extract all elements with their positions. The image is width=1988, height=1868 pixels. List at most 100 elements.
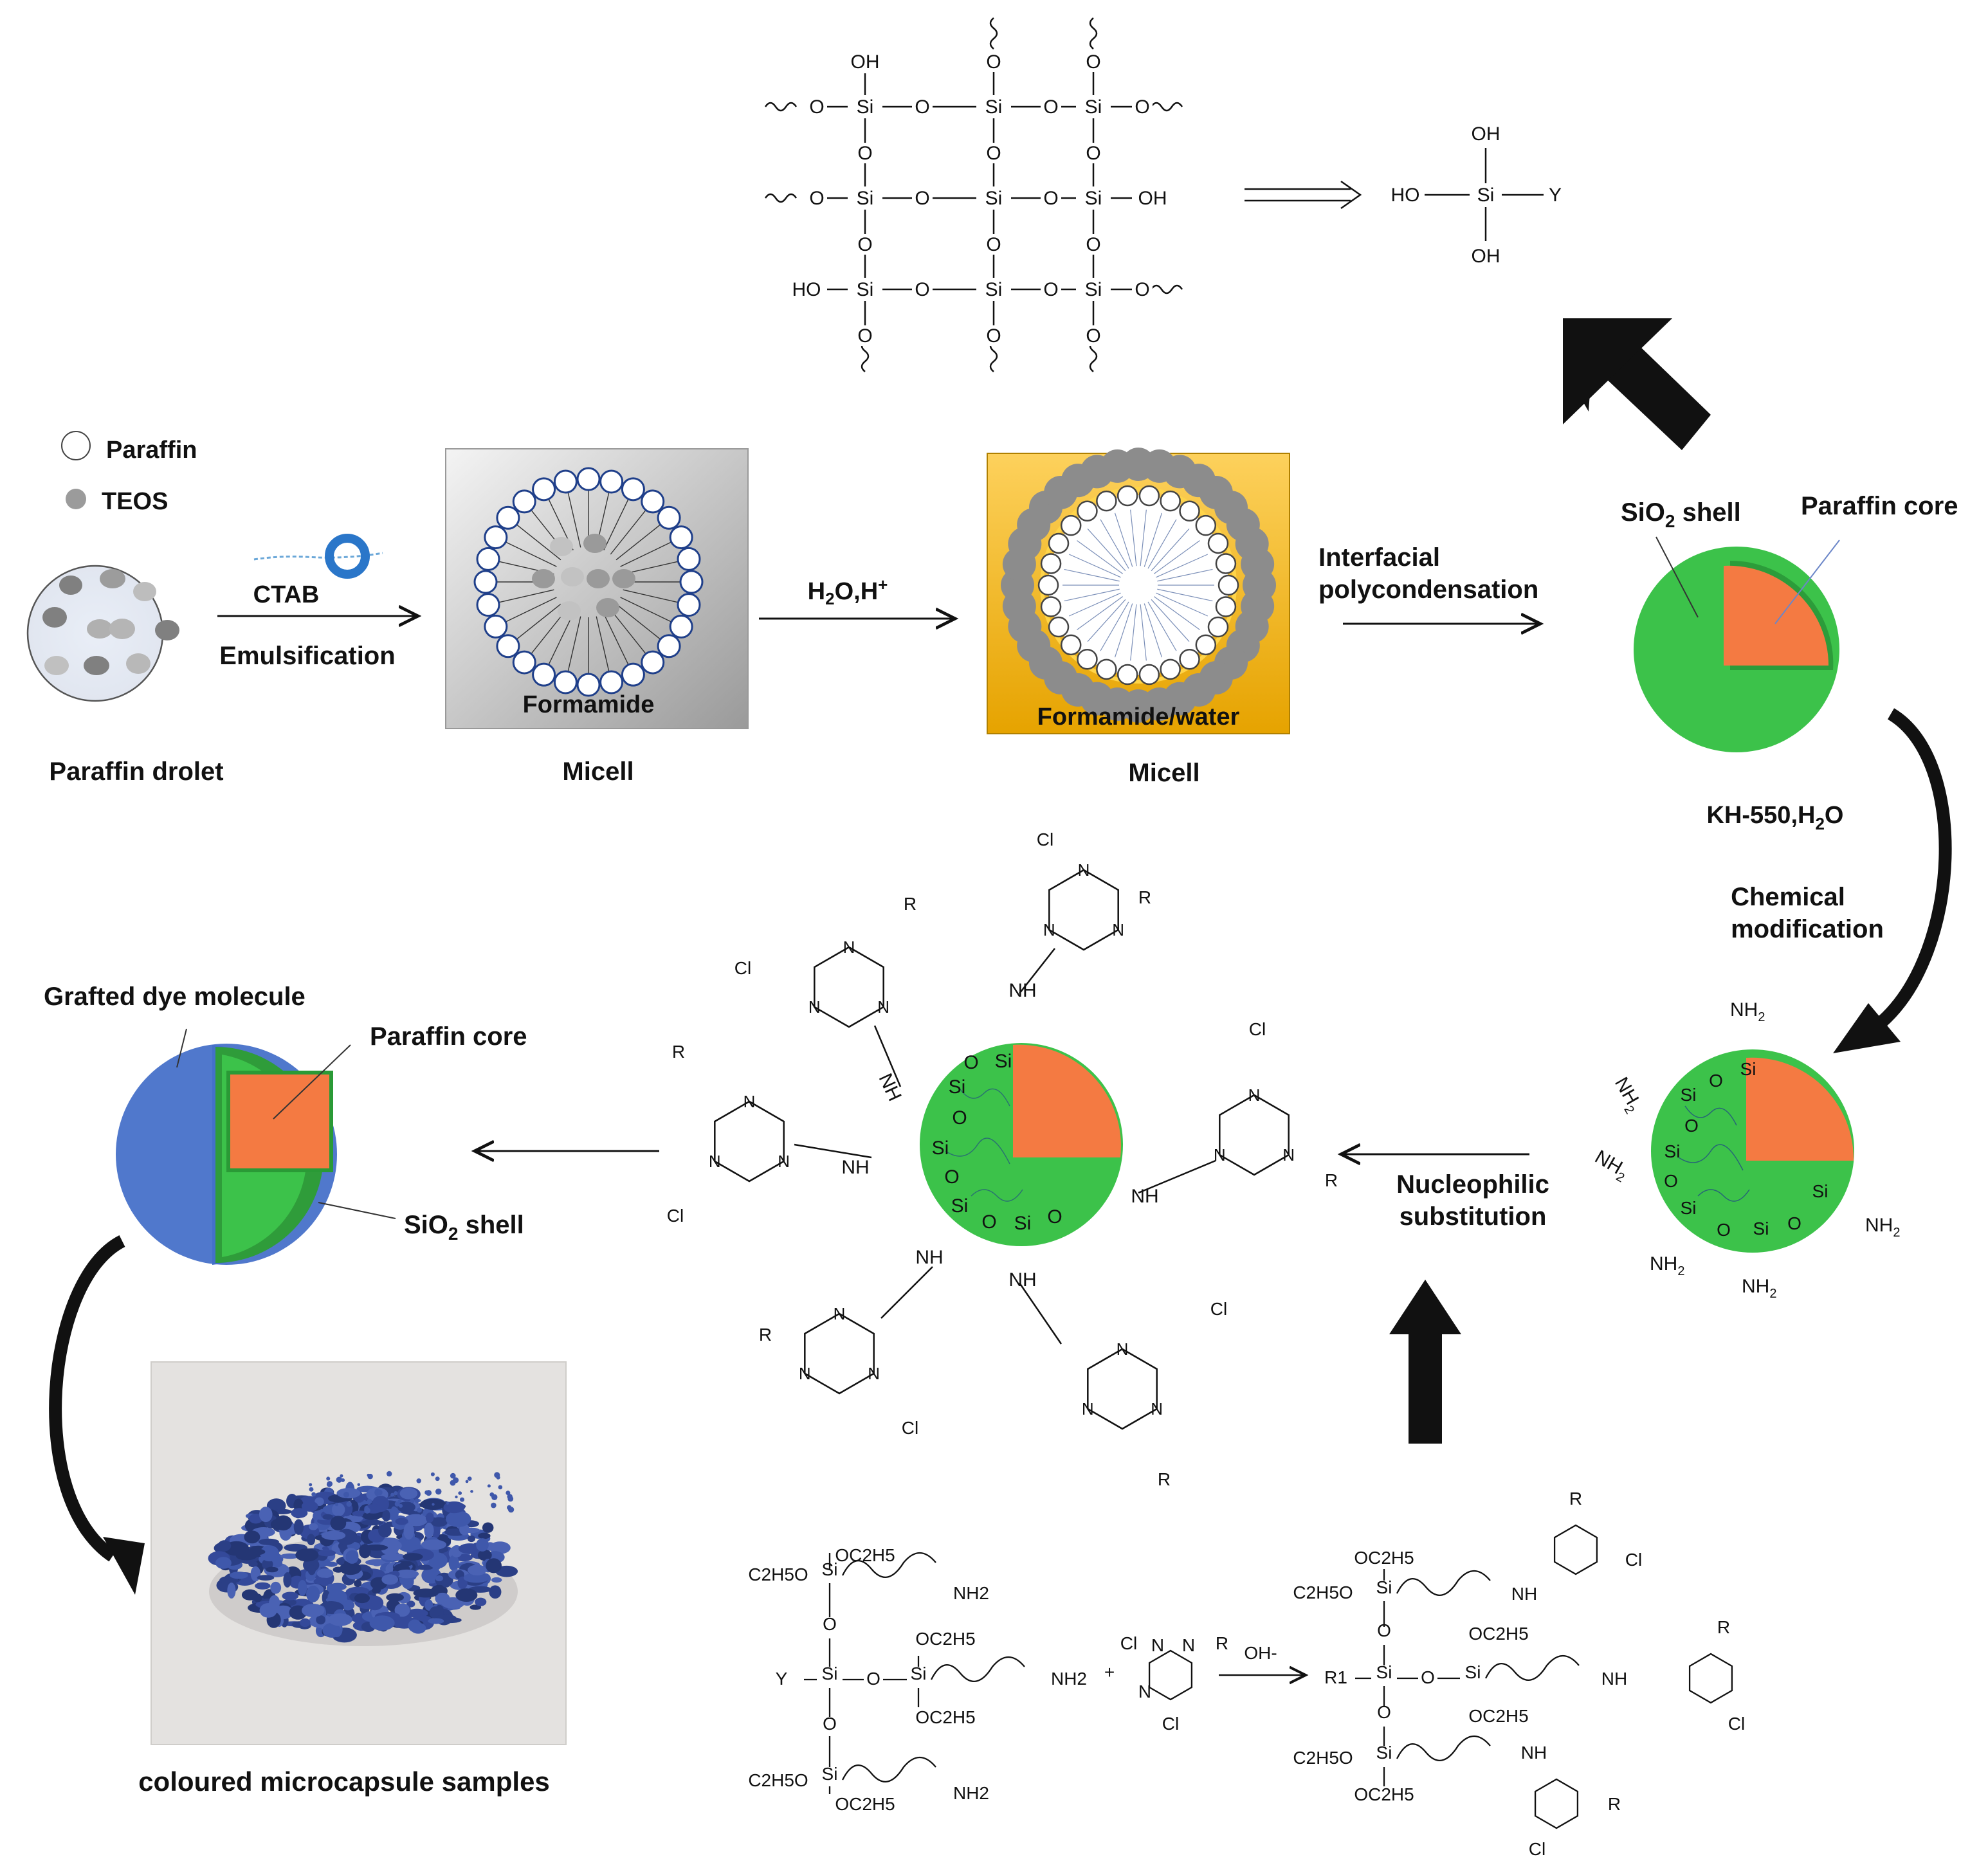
si-atom: Si	[1477, 185, 1495, 206]
o-atom: O	[1086, 234, 1100, 255]
surfactant-head	[1215, 553, 1237, 574]
surfactant-head	[496, 634, 520, 658]
nh-linker: NH	[915, 1247, 943, 1268]
triazine-ring	[1553, 1524, 1598, 1575]
chlorine-label: Cl	[1037, 830, 1053, 849]
silanol-monomer: Si HO Y OH OH	[1391, 123, 1562, 267]
nh-linker: NH	[1008, 980, 1036, 1001]
hydroxyl-label: OH	[1472, 123, 1500, 145]
nh-linker: NH	[841, 1157, 869, 1178]
surfactant-head	[512, 650, 536, 675]
si-atom: Si	[1740, 1059, 1756, 1079]
surfactant-head	[1138, 485, 1160, 507]
si-atom: Si	[1085, 279, 1102, 300]
amine-label: NH2	[1730, 999, 1765, 1024]
hydroxyl-label: HO	[792, 279, 821, 300]
modification-curved-arrow	[1833, 708, 1952, 1053]
capsule-core-label: Paraffin core	[1801, 492, 1958, 520]
ethoxy-label: C2H5O	[1293, 1582, 1353, 1602]
surfactant-head	[1179, 500, 1200, 522]
o-atom: O	[1086, 325, 1100, 347]
emulsification-label: Emulsification	[219, 642, 395, 670]
hydroxyl-label: OH	[851, 51, 880, 73]
triazine-ring	[1688, 1653, 1733, 1704]
surfactant-head	[1195, 634, 1217, 656]
n-atom: N	[1214, 1145, 1226, 1165]
surfactant-head	[657, 505, 681, 530]
amine-label: NH2	[1865, 1215, 1900, 1240]
o-atom: O	[952, 1107, 967, 1129]
o-atom: O	[809, 96, 824, 118]
chlorine-label: Cl	[902, 1418, 918, 1438]
o-atom: O	[986, 143, 1001, 164]
o-atom: O	[809, 188, 824, 209]
substitution-label-line2: substitution	[1400, 1202, 1547, 1231]
si-atom: Si	[985, 188, 1003, 209]
surfactant-head	[1207, 532, 1229, 554]
surfactant-head	[1037, 574, 1059, 596]
stage2-caption: Micell	[562, 757, 634, 786]
kh550-label: KH-550,H2O	[1707, 802, 1844, 833]
surfactant-head	[669, 614, 693, 639]
o-atom: O	[857, 325, 872, 347]
paraffin-legend-swatch	[61, 431, 91, 460]
o-atom: O	[1043, 96, 1058, 118]
si-atom: Si	[822, 1764, 838, 1784]
shelled-micelle-structure	[1001, 448, 1276, 723]
surfactant-head	[1215, 596, 1237, 617]
n-atom: N	[1082, 1399, 1094, 1419]
teos-bead	[587, 569, 610, 588]
n-atom: N	[808, 997, 821, 1017]
surfactant-head	[1077, 648, 1098, 670]
chlorine-label: Cl	[1728, 1714, 1745, 1734]
teos-bead	[596, 598, 619, 617]
surfactant-head	[1096, 658, 1117, 680]
r-group-label: R	[1216, 1633, 1228, 1653]
surfactant-head	[621, 662, 645, 687]
si-atom: Si	[985, 96, 1003, 118]
surfactant-head	[641, 489, 665, 514]
surfactant-head	[1040, 596, 1062, 617]
amine-label: NH2	[953, 1583, 989, 1603]
n-atom: N	[1151, 1399, 1163, 1419]
surfactant-head	[1117, 485, 1138, 507]
ethoxy-label: OC2H5	[915, 1707, 975, 1727]
si-atom: Si	[995, 1051, 1012, 1072]
surfactant-head	[1179, 648, 1200, 670]
hydroxyl-label: OH	[1472, 246, 1500, 267]
o-atom: O	[1135, 279, 1149, 300]
surfactant-head	[476, 547, 500, 571]
chlorine-label: Cl	[1162, 1714, 1179, 1734]
teos-bead	[532, 569, 555, 588]
teos-bead	[561, 567, 584, 586]
n-atom: N	[1182, 1635, 1195, 1655]
n-atom: N	[868, 1364, 880, 1383]
polycondensation-label-line1: Interfacial	[1318, 543, 1440, 572]
final-shell-label: SiO2 shell	[404, 1211, 524, 1244]
surfactant-head	[1217, 574, 1239, 596]
chlorine-label: Cl	[1210, 1299, 1227, 1319]
si-atom: Si	[822, 1664, 838, 1683]
surfactant-head	[1138, 664, 1160, 685]
nh-linker: NH	[1131, 1186, 1158, 1207]
surfactant-head	[496, 505, 520, 530]
o-atom: O	[915, 279, 929, 300]
surfactant-head	[1060, 514, 1082, 536]
n-atom: N	[799, 1364, 811, 1383]
stage1-caption: Paraffin drolet	[49, 757, 223, 786]
si-atom: Si	[1085, 188, 1102, 209]
surfactant-head	[1117, 664, 1138, 685]
si-atom: Si	[985, 279, 1003, 300]
o-atom: O	[1377, 1620, 1391, 1640]
ethoxy-label: OC2H5	[835, 1545, 895, 1565]
o-atom: O	[1709, 1071, 1723, 1091]
micelle-structure	[473, 467, 704, 697]
r-group-label: R	[1717, 1617, 1730, 1637]
surfactant-head	[1040, 553, 1062, 574]
ctab-label: CTAB	[253, 581, 320, 608]
formamide-label: Formamide	[523, 691, 655, 718]
n-atom: N	[1112, 920, 1124, 939]
